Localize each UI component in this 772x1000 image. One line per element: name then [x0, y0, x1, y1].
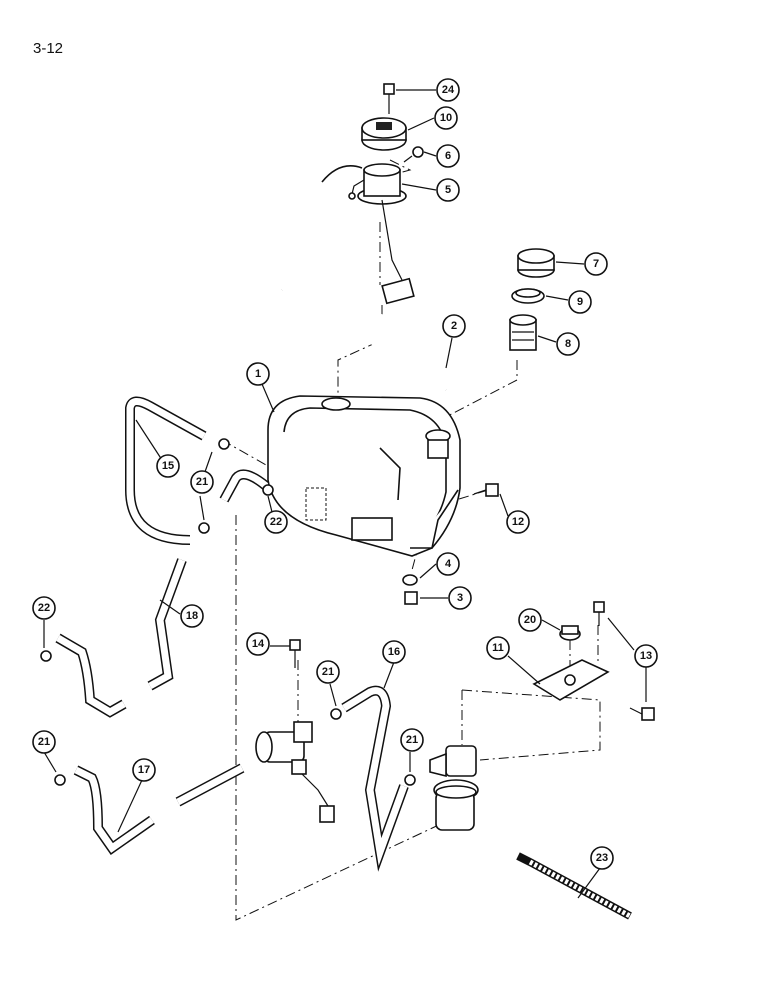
svg-text:21: 21: [406, 734, 418, 746]
svg-text:11: 11: [492, 642, 504, 654]
svg-text:2: 2: [451, 320, 457, 332]
callout-7: 7: [584, 252, 608, 276]
callout-21a: 21: [190, 470, 214, 494]
callout-24: 24: [436, 78, 460, 102]
callout-3: 3: [448, 586, 472, 610]
callout-12: 12: [506, 510, 530, 534]
bracket-bolts: [593, 601, 655, 721]
svg-text:23: 23: [596, 852, 608, 864]
svg-text:21: 21: [196, 476, 208, 488]
callout-bubbles: 24 10 6 5 7 9 8 2 1 15 21 22 12 4 3 18 2…: [32, 78, 658, 870]
fuel-tank: [267, 395, 461, 557]
svg-text:22: 22: [38, 602, 50, 614]
svg-text:16: 16: [388, 646, 400, 658]
tank-bolt: [473, 483, 499, 497]
callout-18: 18: [180, 604, 204, 628]
svg-text:24: 24: [442, 84, 455, 96]
cover-bolt: [383, 83, 395, 114]
svg-text:6: 6: [445, 150, 451, 162]
callout-21c: 21: [400, 728, 424, 752]
svg-text:21: 21: [322, 666, 334, 678]
callout-21d: 21: [32, 730, 56, 754]
callout-17: 17: [132, 758, 156, 782]
callout-5: 5: [436, 178, 460, 202]
mounting-bracket: [532, 659, 610, 701]
leader-lines: [43, 89, 647, 899]
callout-13: 13: [634, 644, 658, 668]
filler-cap: [517, 248, 555, 278]
svg-text:17: 17: [138, 764, 150, 776]
svg-text:22: 22: [270, 516, 282, 528]
callout-2: 2: [442, 314, 466, 338]
callout-11: 11: [486, 636, 510, 660]
svg-text:10: 10: [440, 112, 452, 124]
grommet: [559, 625, 581, 641]
svg-text:4: 4: [445, 558, 452, 570]
hose-clamps: [40, 438, 416, 786]
callout-14: 14: [246, 632, 270, 656]
svg-text:13: 13: [640, 650, 652, 662]
callout-21b: 21: [316, 660, 340, 684]
svg-text:7: 7: [593, 258, 599, 270]
svg-text:9: 9: [577, 296, 583, 308]
svg-text:8: 8: [565, 338, 571, 350]
callout-1: 1: [246, 362, 270, 386]
callout-9: 9: [568, 290, 592, 314]
fuel-pump: [255, 721, 335, 823]
pump-bolt: [289, 639, 301, 668]
filler-seal: [511, 288, 545, 304]
svg-text:5: 5: [445, 184, 451, 196]
fuel-sending-unit: [321, 163, 415, 305]
washer: [402, 574, 418, 586]
page-number: 3-12: [33, 40, 64, 57]
svg-text:15: 15: [162, 460, 174, 472]
svg-text:21: 21: [38, 736, 50, 748]
vent-tube: [281, 284, 447, 391]
callout-6: 6: [436, 144, 460, 168]
callout-10: 10: [434, 106, 458, 130]
callout-4: 4: [436, 552, 460, 576]
callout-22a: 22: [264, 510, 288, 534]
filler-neck: [509, 314, 537, 351]
svg-text:1: 1: [255, 368, 261, 380]
svg-text:20: 20: [524, 614, 536, 626]
callout-22b: 22: [32, 596, 56, 620]
fuel-filter: [429, 745, 479, 831]
callout-8: 8: [556, 332, 580, 356]
callout-23: 23: [590, 846, 614, 870]
svg-text:3: 3: [457, 592, 463, 604]
sending-unit-cover: [361, 117, 407, 151]
callout-16: 16: [382, 640, 406, 664]
svg-text:14: 14: [252, 638, 265, 650]
callout-15: 15: [156, 454, 180, 478]
nut: [404, 591, 418, 605]
svg-text:12: 12: [512, 516, 524, 528]
callout-20: 20: [518, 608, 542, 632]
svg-text:18: 18: [186, 610, 198, 622]
screw: [403, 146, 424, 163]
